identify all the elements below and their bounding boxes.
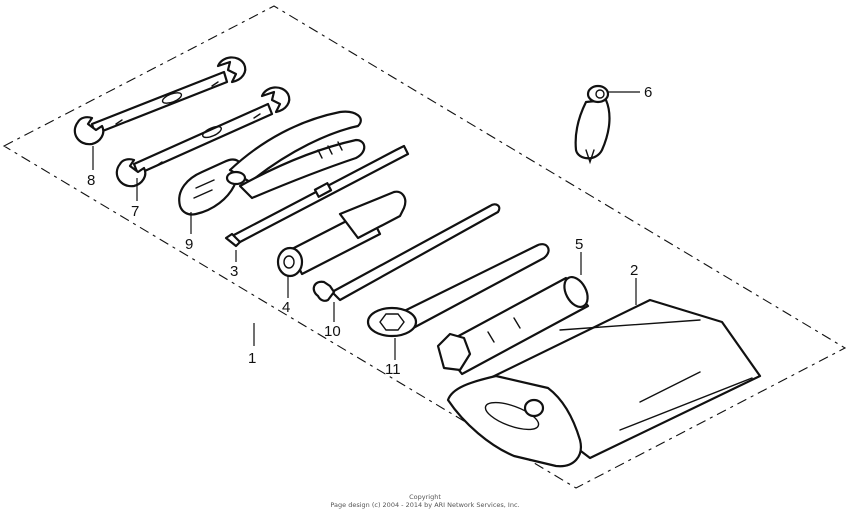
spark-plug-wrench-6 — [574, 84, 611, 165]
callout-9: 9 — [185, 236, 193, 253]
callout-3: 3 — [230, 263, 238, 280]
tube-wrench-5 — [436, 276, 590, 376]
copyright-label: Copyright — [409, 493, 441, 501]
callout-6: 6 — [644, 84, 652, 101]
pliers-9 — [178, 110, 366, 216]
callout-1: 1 — [248, 350, 256, 367]
tool-bag-2 — [446, 298, 762, 468]
callout-8: 8 — [87, 172, 95, 189]
callout-7: 7 — [131, 203, 139, 220]
wrench-8 — [73, 56, 247, 146]
extension-bar-10 — [312, 203, 501, 302]
box-wrench-11 — [366, 243, 550, 338]
callout-2: 2 — [630, 262, 638, 279]
wrench-7 — [115, 86, 291, 188]
callout-11: 11 — [385, 361, 401, 378]
socket-handle-4 — [276, 190, 407, 278]
screwdriver-3 — [224, 144, 410, 248]
callout-5: 5 — [575, 236, 583, 253]
callout-4: 4 — [282, 299, 290, 316]
copyright-line: Page design (c) 2004 - 2014 by ARI Netwo… — [330, 501, 520, 509]
callout-10: 10 — [324, 323, 341, 340]
tool-tray-outline — [2, 5, 847, 489]
